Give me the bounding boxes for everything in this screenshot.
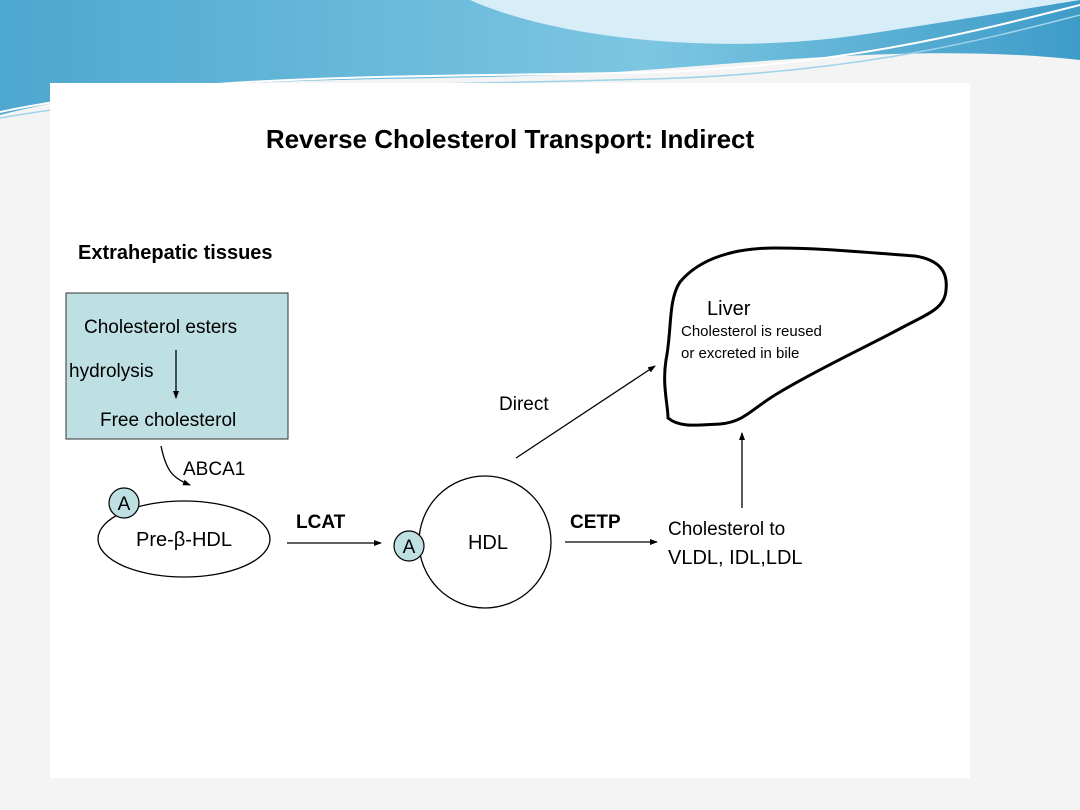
cholesterol-esters-label: Cholesterol esters (84, 317, 237, 338)
apo-a-circle-hdl (393, 530, 425, 562)
free-cholesterol-label: Free cholesterol (100, 410, 236, 431)
liver-text-line2: or excreted in bile (681, 345, 799, 362)
liver-shape (663, 246, 948, 427)
slide-title: Reverse Cholesterol Transport: Indirect (266, 124, 755, 154)
cholesterol-to-label: Cholesterol to (668, 519, 785, 540)
abca1-label: ABCA1 (183, 459, 245, 480)
apo-a-label-hdl: A (403, 537, 416, 558)
direct-arrow (515, 365, 656, 459)
hdl-label: HDL (468, 532, 508, 554)
header-wave-light (470, 0, 1080, 44)
lcat-label: LCAT (296, 512, 346, 533)
apo-a-circle-prebeta (108, 487, 140, 519)
prebeta-hdl-ellipse (97, 500, 271, 578)
hydrolysis-label: hydrolysis (69, 361, 153, 382)
vldl-idl-ldl-label: VLDL, IDL,LDL (668, 547, 803, 569)
tissue-box (65, 292, 289, 440)
liver-text-line1: Cholesterol is reused (681, 323, 822, 340)
abca1-arrow (160, 445, 191, 486)
cetp-label: CETP (570, 512, 621, 533)
apo-a-label-prebeta: A (118, 494, 131, 515)
liver-title: Liver (707, 298, 751, 320)
tissues-label: Extrahepatic tissues (78, 242, 273, 264)
prebeta-hdl-label: Pre-β-HDL (136, 529, 232, 551)
direct-label: Direct (499, 394, 549, 415)
